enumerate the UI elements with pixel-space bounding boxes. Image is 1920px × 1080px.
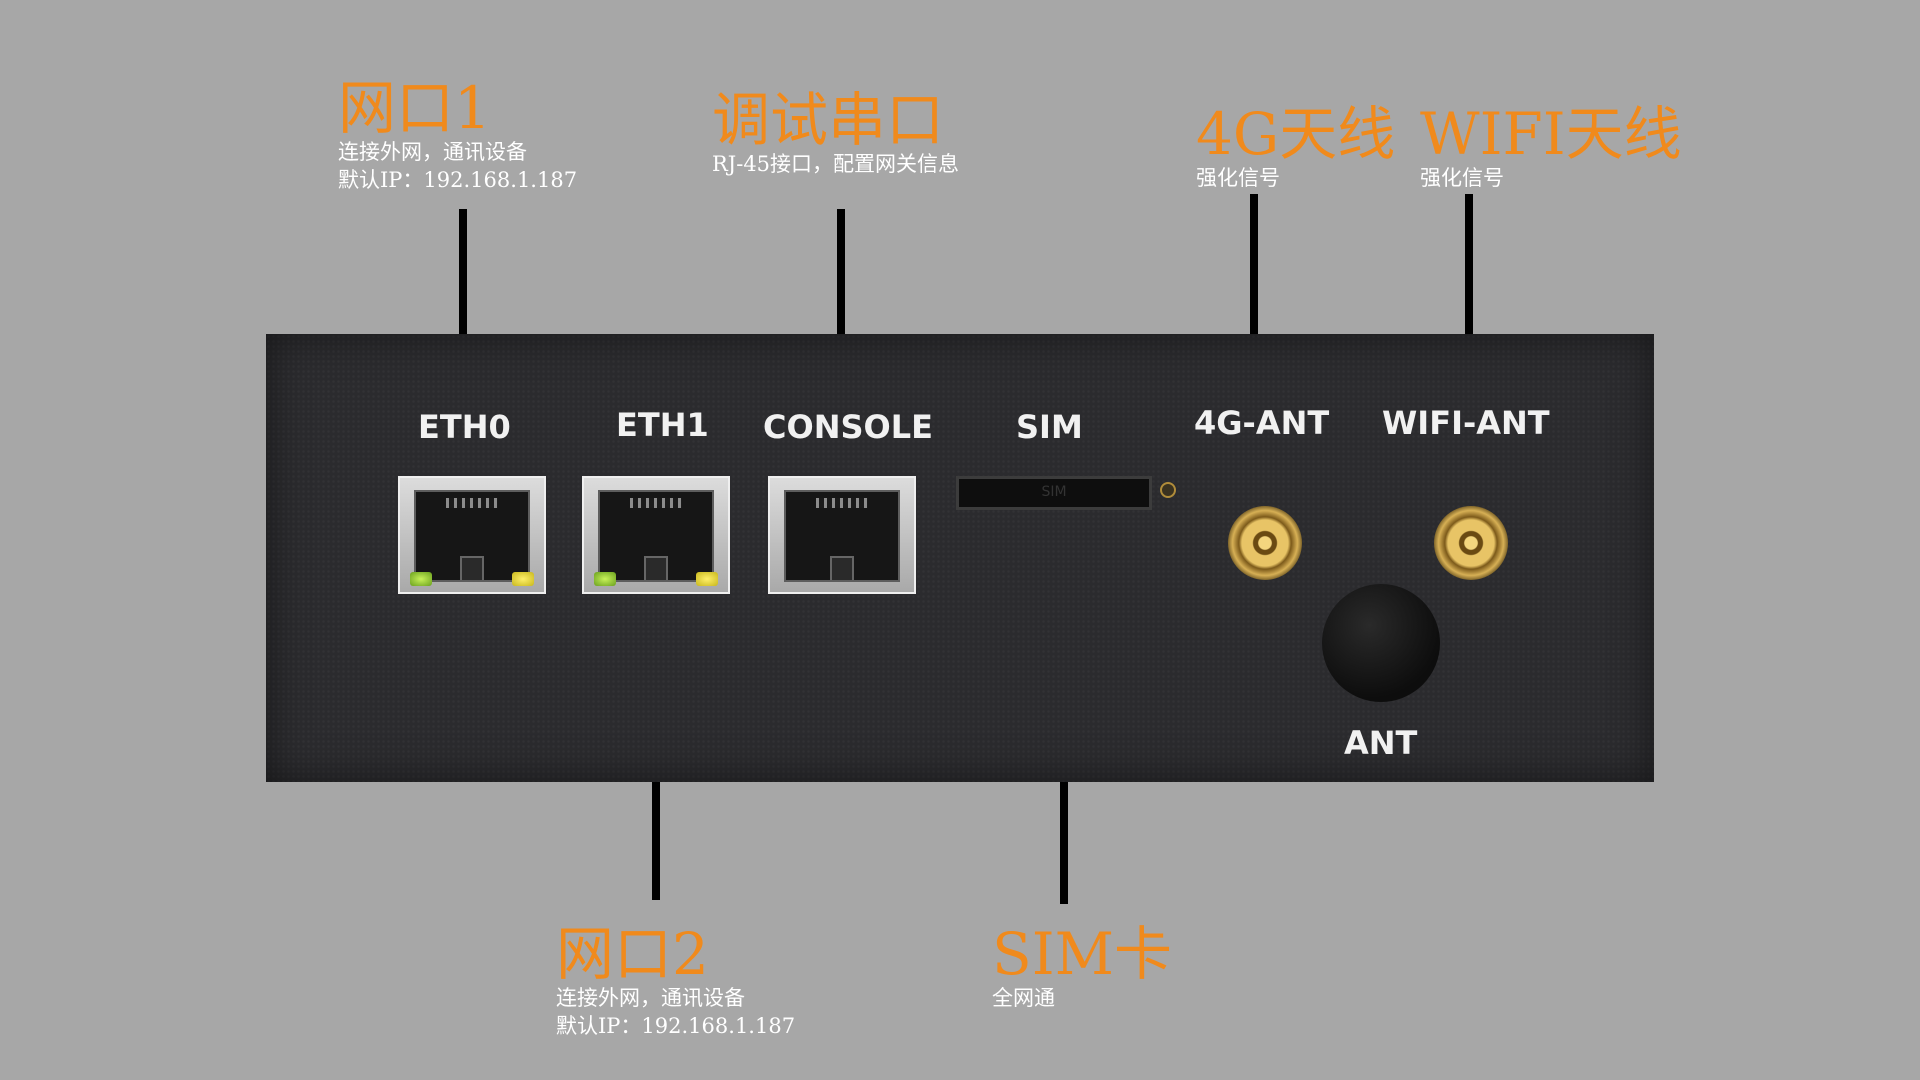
eth0-port-pins	[446, 498, 498, 508]
wifi-antenna-connector[interactable]	[1434, 506, 1508, 580]
callout-wifi-antenna-desc-1: 强化信号	[1420, 166, 1504, 190]
console-port-latch	[830, 556, 854, 580]
callout-eth1-desc-2: 默认IP：192.168.1.187	[556, 1014, 796, 1038]
leader-line-wifi-antenna	[1465, 194, 1473, 374]
callout-eth1-title: 网口2	[556, 920, 709, 988]
label-ant: ANT	[1344, 724, 1418, 762]
callout-4g-antenna-desc-1: 强化信号	[1196, 166, 1280, 190]
eth0-activity-led	[512, 572, 534, 586]
eth1-activity-led	[696, 572, 718, 586]
eth0-port-latch	[460, 556, 484, 580]
callout-eth0-title: 网口1	[338, 74, 491, 142]
4g-antenna-connector[interactable]	[1228, 506, 1302, 580]
label-sim: SIM	[1016, 408, 1083, 446]
label-eth0: ETH0	[418, 408, 511, 446]
sim-eject-hole[interactable]	[1160, 482, 1176, 498]
callout-eth0: 网口1 连接外网，通讯设备 默认IP：192.168.1.187	[338, 78, 577, 194]
leader-line-console	[837, 209, 845, 389]
label-wifi-ant: WIFI-ANT	[1382, 404, 1550, 442]
label-console: CONSOLE	[763, 408, 933, 446]
sim-card-slot[interactable]: SIM	[956, 476, 1152, 510]
console-port[interactable]	[768, 476, 916, 594]
eth1-port-cavity	[598, 490, 714, 582]
callout-sim-title: SIM卡	[992, 920, 1173, 988]
eth0-port[interactable]	[398, 476, 546, 594]
ant-antenna-knob	[1322, 584, 1440, 702]
callout-eth1: 网口2 连接外网，通讯设备 默认IP：192.168.1.187	[556, 924, 795, 1040]
leader-line-eth0	[459, 209, 467, 389]
eth1-port-latch	[644, 556, 668, 580]
callout-wifi-antenna: WIFI天线 强化信号	[1420, 104, 1682, 192]
label-eth1: ETH1	[616, 406, 709, 444]
sim-slot-text: SIM	[1041, 484, 1067, 500]
callout-4g-antenna: 4G天线 强化信号	[1196, 104, 1395, 192]
eth1-link-led	[594, 572, 616, 586]
eth1-port[interactable]	[582, 476, 730, 594]
callout-sim: SIM卡 全网通	[992, 924, 1172, 1012]
callout-console-title: 调试串口	[712, 86, 945, 154]
gateway-front-panel: ETH0 ETH1 CONSOLE SIM 4G-ANT WIFI-ANT AN…	[266, 334, 1654, 782]
callout-wifi-antenna-title: WIFI天线	[1420, 100, 1682, 168]
callout-console-desc-1: RJ-45接口，配置网关信息	[712, 152, 960, 176]
label-4g-ant: 4G-ANT	[1194, 404, 1330, 442]
callout-4g-antenna-title: 4G天线	[1196, 100, 1396, 168]
leader-line-4g-antenna	[1250, 194, 1258, 374]
eth1-port-pins	[630, 498, 682, 508]
eth0-port-cavity	[414, 490, 530, 582]
console-port-pins	[816, 498, 868, 508]
console-port-cavity	[784, 490, 900, 582]
eth0-link-led	[410, 572, 432, 586]
callout-eth1-desc-1: 连接外网，通讯设备	[556, 986, 745, 1010]
callout-console: 调试串口 RJ-45接口，配置网关信息	[712, 90, 959, 178]
callout-eth0-desc-1: 连接外网，通讯设备	[338, 140, 527, 164]
callout-eth0-desc-2: 默认IP：192.168.1.187	[338, 168, 578, 192]
callout-sim-desc-1: 全网通	[992, 986, 1055, 1010]
